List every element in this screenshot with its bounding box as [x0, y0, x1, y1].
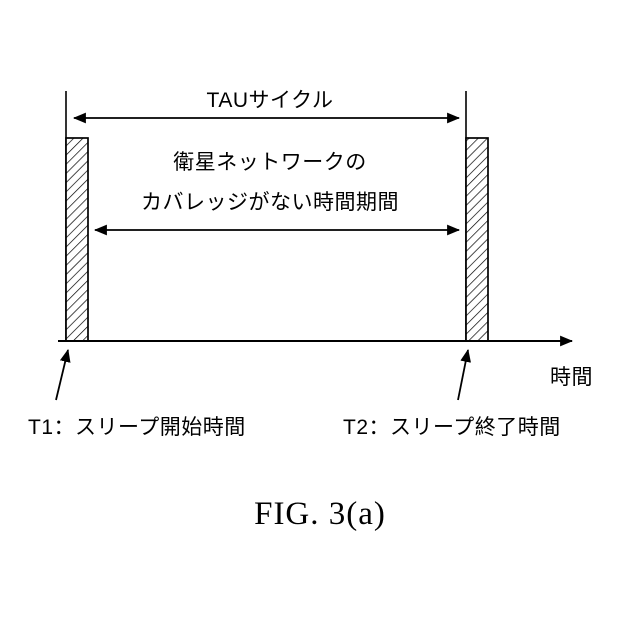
- t1-hatched-bar: [65, 137, 89, 342]
- t2-sleep-end-label: T2：スリープ終了時間: [343, 416, 561, 439]
- t1-sleep-start-label: T1：スリープ開始時間: [28, 416, 246, 439]
- time-axis-label: 時間: [550, 366, 593, 389]
- t1-pointer-arrow: [55, 348, 71, 401]
- coverage-gap-label-line2: カバレッジがない時間期間: [141, 191, 399, 214]
- t2-hatched-bar: [465, 137, 489, 342]
- figure-caption: FIG. 3(a): [254, 496, 386, 532]
- t2-pointer-arrow: [457, 348, 471, 401]
- tau-cycle-label: TAUサイクル: [206, 89, 334, 112]
- coverage-gap-label-line1: 衛星ネットワークの: [173, 151, 367, 174]
